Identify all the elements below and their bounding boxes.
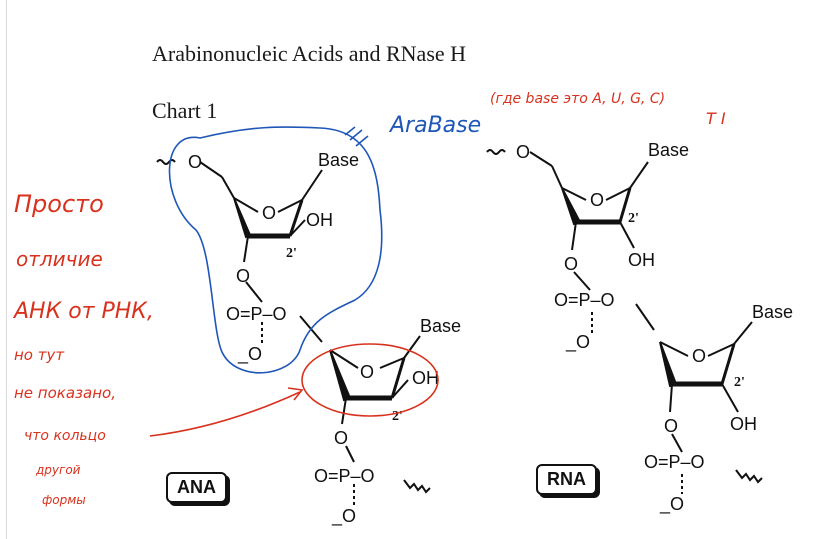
rna-o3b-label: O: [664, 416, 678, 436]
rna-bond: [635, 303, 655, 331]
ana-o3-bond: [243, 235, 249, 263]
ana-op-bond: [245, 281, 263, 303]
rna-o3-bond: [669, 383, 673, 413]
rna-oh-bond: [721, 383, 739, 413]
left-margin-note: Просто отличие АНК от РНК, но тут не пок…: [12, 190, 154, 507]
rna-op-bond: [671, 433, 683, 453]
margin-note-line: формы: [42, 493, 86, 507]
margin-note-line: что кольцо: [24, 428, 106, 444]
ara-base-note: AraBase: [388, 113, 481, 138]
ana-o-minus-label: _O: [237, 344, 262, 365]
margin-note-line: АНК от РНК,: [12, 299, 154, 324]
ana-oh-bond: [391, 379, 409, 399]
rna-2prime-label: 2': [628, 211, 639, 226]
section-title: Arabinonucleic Acids and RNase H: [152, 41, 467, 66]
ana-ring-bond: [277, 199, 303, 213]
ana-o5-label: O: [188, 152, 202, 172]
ana-ring-bond: [390, 357, 406, 399]
ana-phosphate2-label: O=P–O: [314, 466, 375, 486]
margin-note-line: не показано,: [14, 384, 116, 402]
ana-base-bond: [301, 169, 323, 201]
ana-bond: [199, 161, 223, 178]
ana-ring-bond: [329, 349, 359, 369]
margin-note-line: другой: [35, 463, 81, 477]
rna-base-bond: [733, 321, 753, 345]
red-arrow-head: [287, 387, 304, 401]
ana-bond: [221, 176, 235, 199]
ana-base2-label: Base: [420, 316, 461, 336]
rna-ring-bond: [707, 343, 735, 357]
rna-ring-bond: [561, 187, 587, 201]
rna-chain-squiggle: [486, 149, 506, 155]
ana-ring-bond: [233, 197, 259, 213]
rna-2prime2-label: 2': [734, 375, 745, 390]
ana-blue-outline: [168, 126, 383, 374]
chart-label: Chart 1: [152, 98, 218, 123]
margin-note-line: но тут: [14, 346, 65, 364]
ana-tag: ANA: [166, 472, 227, 503]
ana-base-label: Base: [318, 150, 359, 170]
rna-bond: [551, 165, 563, 189]
rna-o-minus-label: _O: [565, 332, 590, 353]
rna-oh-bond: [619, 221, 635, 249]
rna-ring-bond: [659, 341, 689, 357]
rna-chain-squiggle: [735, 469, 763, 484]
ana-o3-bond: [341, 397, 347, 425]
rna-op-bond: [573, 271, 591, 291]
rna-base2-label: Base: [752, 302, 793, 322]
rna-oh-label: OH: [628, 250, 655, 270]
margin-note-line: отличие: [16, 247, 103, 271]
rna-bond: [529, 151, 553, 167]
ana-oh2-label: OH: [412, 368, 439, 388]
rna-o3-bond: [571, 221, 577, 251]
ana-op-bond: [345, 445, 355, 463]
ana-ring-bond: [379, 357, 405, 369]
ana-wedge: [233, 197, 252, 239]
rna-tag: RNA: [536, 464, 597, 495]
ana-2prime-label: 2': [286, 246, 297, 261]
ring-red-circle: [301, 343, 439, 417]
rna-ring-o2-label: O: [692, 346, 706, 366]
ana-o-minus2-label: _O: [331, 506, 356, 527]
page-edge: [6, 0, 7, 539]
ana-ring-o-label: O: [262, 203, 276, 223]
base-list-sub-note: T I: [706, 109, 726, 128]
rna-base-bond: [629, 161, 649, 189]
ana-structure: [156, 159, 431, 506]
ana-ring-o2-label: O: [360, 362, 374, 382]
ana-2prime2-label: 2': [392, 409, 403, 424]
ana-oh-bond: [289, 219, 306, 237]
rna-structure: [486, 149, 763, 494]
base-list-note: (где base это A, U, G, C): [490, 91, 665, 107]
rna-ring-bond: [605, 187, 631, 201]
ana-o3-label: O: [236, 266, 250, 286]
rna-o3-label: O: [564, 254, 578, 274]
rna-phosphate2-label: O=P–O: [644, 452, 705, 472]
ana-o3b-label: O: [334, 428, 348, 448]
rna-ring-bond: [720, 343, 736, 385]
rna-base-label: Base: [648, 140, 689, 160]
red-arrow-line: [149, 391, 301, 437]
rna-o-minus2-label: _O: [659, 494, 684, 515]
ana-chain-squiggle: [156, 159, 176, 165]
ana-base-bond: [403, 335, 421, 359]
rna-ring-o-label: O: [590, 190, 604, 210]
ana-oh-label: OH: [306, 210, 333, 230]
rna-ring-bond: [618, 187, 632, 223]
blue-hatch-mark: [344, 126, 369, 147]
ana-chain-squiggle: [403, 479, 431, 494]
rna-oh2-label: OH: [730, 414, 757, 434]
rna-o5-label: O: [516, 142, 530, 162]
rna-phosphate-label: O=P–O: [554, 290, 615, 310]
margin-note-line: Просто: [14, 190, 104, 218]
ana-ring-bond: [288, 199, 304, 237]
ana-phosphate-label: O=P–O: [226, 304, 287, 324]
